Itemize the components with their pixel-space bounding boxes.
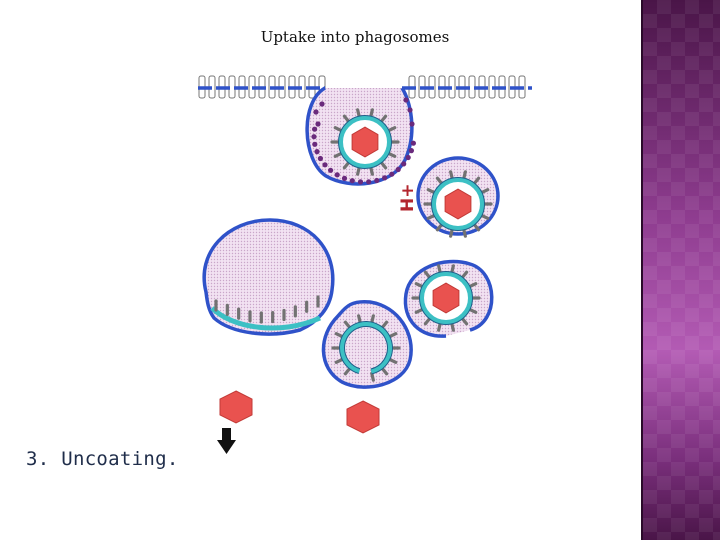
capsid-spike [467,282,478,289]
purple-dot [403,97,409,103]
capsid-spike [356,165,361,176]
capsid-spike [379,160,388,170]
capsid-spike [426,188,437,195]
capsid-spike [386,151,397,158]
side-decoration-panel [641,0,720,540]
capsid-spike [460,270,469,280]
virus-core [444,188,472,220]
purple-dot [382,175,388,181]
budding-phagosome [305,86,416,186]
capsid-spike [467,307,478,314]
capsid-spike [342,160,351,170]
purple-dot [410,140,416,146]
purple-dot [405,154,411,161]
purple-dot [334,172,340,178]
purple-dot [312,141,318,147]
capsid-spike [449,170,454,181]
empty-capsid-vesicle [321,299,413,389]
capsid-spike [334,357,345,364]
capsid-spike [333,126,344,133]
capsid-spike [369,108,374,119]
empty-capsid-shell [331,314,401,382]
virus-core [432,282,460,314]
capsid-spike [343,320,352,330]
purple-dot [341,175,348,181]
down-arrow-icon [217,428,236,454]
virus-core [351,126,379,158]
purple-dot [389,171,395,177]
capsid-spike [435,176,444,186]
capsid-spike [460,316,469,326]
capsid-spike [426,213,437,220]
opening-phagosome [403,259,494,338]
virion-in-phagosome [423,170,493,238]
capsid-spike [356,108,361,119]
capsid-spike [386,126,397,133]
capsid-spike-arc [214,295,320,324]
capsid-spike [369,165,374,176]
capsid-spike [472,222,481,232]
released-core-1 [219,390,253,424]
purple-dot [357,179,364,185]
purple-dot [314,149,320,155]
purple-dot [366,179,372,185]
purple-dot [313,109,319,115]
slide-caption: 3. Uncoating. [26,448,179,470]
diagram-title: Uptake into phagosomes [260,28,450,46]
purple-dot [401,161,407,167]
capsid-spike [379,114,388,124]
purple-dot [317,155,323,162]
capsid-spike [387,332,398,339]
purple-dot [328,167,334,173]
purple-dot-coat [311,97,416,185]
purple-dot [311,134,317,140]
virion-entering [330,108,400,176]
capsid-spike [462,170,467,181]
purple-dot [407,107,413,113]
capsid-ring [340,322,392,374]
capsid-spike [472,176,481,186]
virion-uncoating [411,264,481,332]
purple-dot [349,178,355,184]
purple-dot [319,101,325,107]
capsid-spike [333,151,344,158]
capsid-spike [423,316,432,326]
fused-vesicle [202,218,335,336]
proton-label: H+ [398,184,418,212]
purple-dot [374,177,380,184]
capsid-spike [370,314,375,325]
capsid-spike [342,114,351,124]
released-core-2 [346,400,380,434]
capsid-spike [437,264,442,275]
purple-dot [409,121,415,127]
capsid-spike [435,222,444,232]
capsid-spike [450,321,455,332]
purple-dot [315,121,321,127]
capsid-spike [479,213,490,220]
purple-dot [395,166,401,173]
purple-dot [322,162,328,168]
capsid-spike [414,282,425,289]
capsid-spike [437,321,442,332]
acidified-phagosome [416,156,500,238]
purple-dot [408,148,414,154]
capsid-spike [334,332,345,339]
capsid-spike [450,264,455,275]
capsid-spike [414,307,425,314]
capsid-spike [370,371,375,382]
capsid-spike [423,270,432,280]
purple-dot [312,126,318,132]
capsid-spike [449,227,454,238]
capsid-spike [479,188,490,195]
capsid-spike [380,320,389,330]
capsid-spike [462,227,467,238]
capsid-spike [357,314,362,325]
capsid-spike [387,357,398,364]
